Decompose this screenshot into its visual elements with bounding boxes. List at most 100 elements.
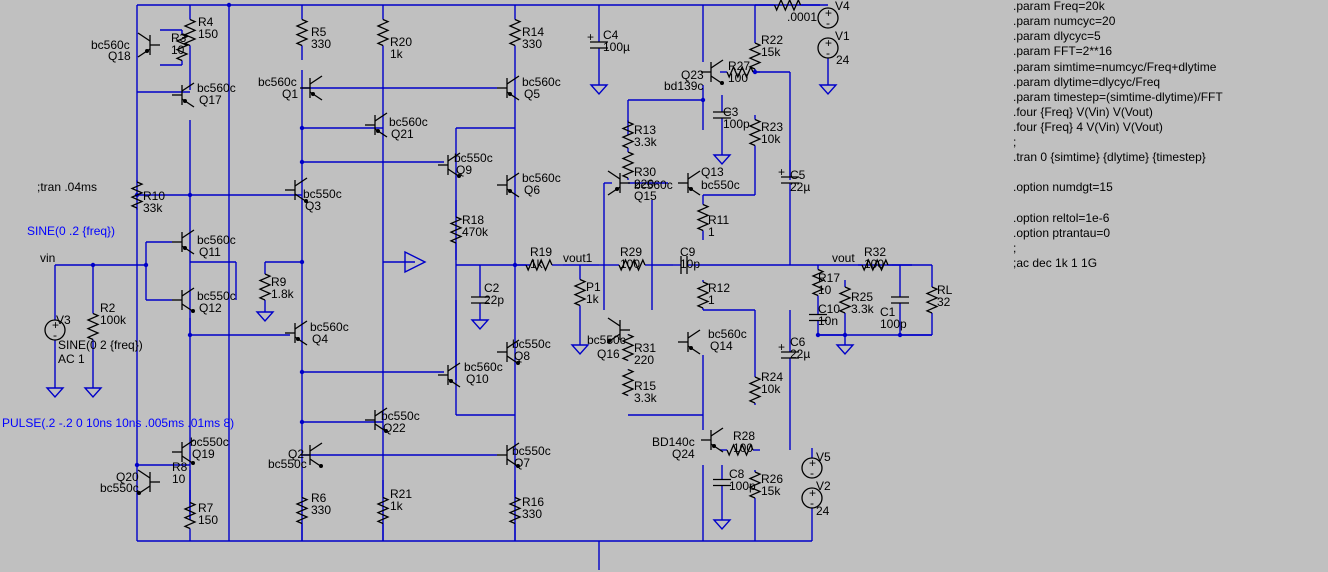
component-name: R26 bbox=[761, 472, 783, 486]
resistor-symbol bbox=[573, 278, 587, 307]
bjt-emitter-arrow bbox=[516, 464, 520, 468]
component-value: 100 bbox=[733, 441, 753, 455]
component-value: 220 bbox=[634, 177, 654, 191]
component-name: R27 bbox=[728, 59, 750, 73]
resistor-symbol bbox=[618, 258, 646, 272]
component-value: 1k bbox=[390, 499, 404, 513]
minus-mark: - bbox=[826, 46, 830, 60]
component-value: bc560c bbox=[197, 81, 236, 95]
junction-dot bbox=[299, 159, 305, 165]
ground-symbol bbox=[570, 344, 590, 356]
directive-line: .param simtime=numcyc/Freq+dlytime bbox=[1013, 60, 1217, 74]
component-name: R3 bbox=[171, 31, 187, 45]
component-name: R21 bbox=[390, 487, 412, 501]
component-name: R25 bbox=[851, 290, 873, 304]
component-value: 100p bbox=[723, 117, 750, 131]
bjt-emitter-arrow bbox=[615, 187, 619, 191]
bjt-emitter-arrow bbox=[145, 49, 149, 53]
component-name: Q3 bbox=[305, 199, 321, 213]
component-name: Q10 bbox=[466, 372, 489, 386]
component-value: 330 bbox=[311, 503, 331, 517]
component-value: 33k bbox=[143, 201, 163, 215]
component-name: Q7 bbox=[514, 456, 530, 470]
component-name: Q13 bbox=[701, 165, 724, 179]
source-pulse: PULSE(.2 -.2 0 10ns 10ns .005ms .01ms 8) bbox=[2, 416, 234, 430]
bjt-emitter-arrow bbox=[720, 81, 724, 85]
component-value: bc560c bbox=[389, 115, 428, 129]
bjt-collector-lead bbox=[181, 229, 195, 239]
voltage-source-symbol bbox=[801, 487, 823, 509]
bjt-collector-lead bbox=[506, 339, 520, 349]
component-name: Q23 bbox=[681, 68, 704, 82]
bjt-collector-lead bbox=[607, 317, 621, 327]
component-value: 10p bbox=[680, 257, 700, 271]
bjt-collector-lead bbox=[687, 170, 701, 180]
component-name: C8 bbox=[729, 467, 745, 481]
component-value: bc550c bbox=[512, 444, 551, 458]
bjt-collector-lead bbox=[447, 152, 461, 162]
component-value: 100 bbox=[620, 257, 640, 271]
directive-line: .tran 0 {simtime} {dlytime} {timestep} bbox=[1013, 150, 1206, 164]
bjt-collector-lead bbox=[294, 177, 308, 187]
polarity-mark: + bbox=[587, 30, 594, 44]
resistor-symbol bbox=[925, 286, 939, 314]
resistor-symbol bbox=[508, 496, 522, 525]
resistor-symbol bbox=[726, 443, 754, 457]
component-name: R15 bbox=[634, 379, 656, 393]
resistor-symbol bbox=[525, 258, 553, 272]
component-value: 100 bbox=[864, 257, 884, 271]
junction-dot bbox=[226, 2, 232, 8]
resistor-symbol bbox=[696, 203, 710, 232]
component-value: 1k bbox=[586, 292, 600, 306]
component-value: 32 bbox=[937, 295, 951, 309]
resistor-symbol bbox=[696, 281, 710, 309]
directive-line: .param dlytime=dlycyc/Freq bbox=[1013, 75, 1160, 89]
component-value: bc550c bbox=[454, 151, 493, 165]
component-name: Q14 bbox=[710, 339, 733, 353]
component-name: R16 bbox=[522, 495, 544, 509]
component-name: R9 bbox=[271, 275, 287, 289]
component-name: Q2 bbox=[288, 447, 304, 461]
resistor-symbol bbox=[621, 151, 635, 179]
component-value: 3.3k bbox=[634, 391, 658, 405]
components: +-++++-+-+-+- bbox=[44, 0, 939, 531]
bjt-emitter-arrow bbox=[137, 491, 141, 495]
minus-mark: - bbox=[810, 496, 814, 510]
plus-mark: + bbox=[52, 318, 59, 332]
plus-mark: + bbox=[825, 36, 832, 50]
component-name: Q17 bbox=[199, 93, 222, 107]
plus-mark: + bbox=[809, 456, 816, 470]
directive-line: ; bbox=[1013, 135, 1016, 149]
junction-dot bbox=[143, 262, 149, 268]
bjt-collector-lead bbox=[447, 362, 461, 372]
component-name: Q21 bbox=[391, 127, 414, 141]
component-name: R19 bbox=[530, 245, 552, 259]
bjt-collector-lead bbox=[710, 427, 724, 437]
component-name: C1 bbox=[880, 305, 896, 319]
junction-dot bbox=[897, 332, 903, 338]
net-label-vout: vout bbox=[832, 251, 855, 265]
component-name: Q24 bbox=[672, 447, 695, 461]
bjt-emitter-arrow bbox=[191, 309, 195, 313]
